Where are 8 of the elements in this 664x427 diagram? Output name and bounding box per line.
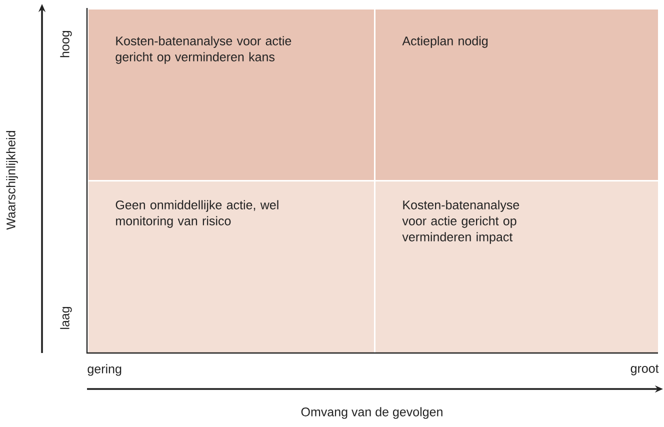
quadrant-cell: Kosten-batenanalyse voor actie gericht op verminderen kans [87,8,376,182]
axis-label: Omvang van de gevolgen [301,407,442,419]
quadrant-cell: Geen onmiddellijke actie, wel monitoring van risico [87,180,376,354]
quadrant-cell: Kosten-batenanalyse voor actie gericht op verminderen impact [374,180,660,354]
tick-label: laag [60,306,72,329]
axis-label: Waarschijnlijkheid [6,131,18,230]
tick-label: hoog [60,31,72,58]
quadrant-cell: Actieplan nodig [374,8,660,182]
